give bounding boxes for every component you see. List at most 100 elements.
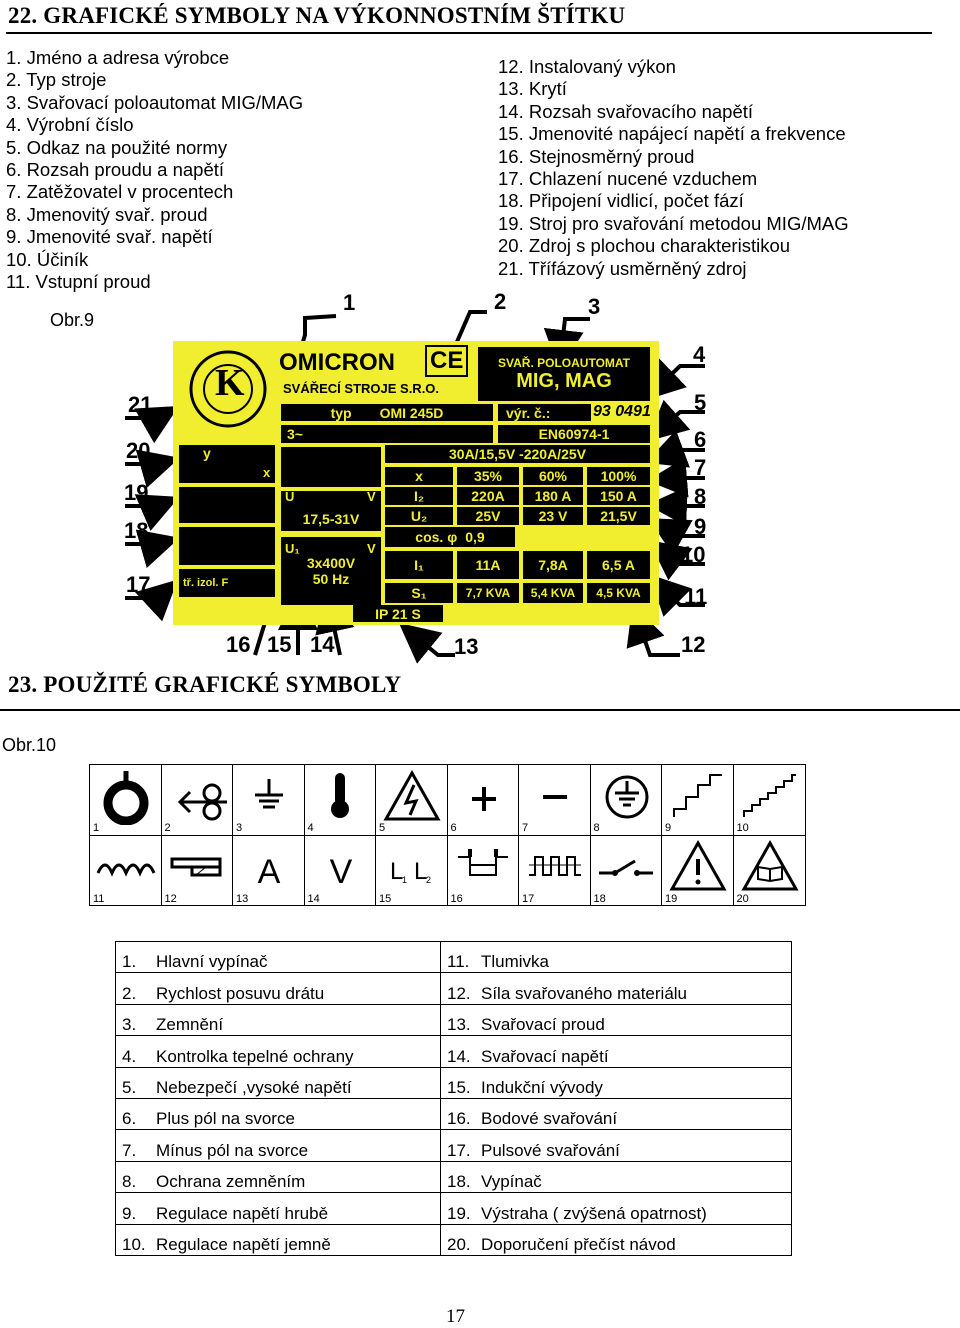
- symbol-index: 19.: [447, 1203, 471, 1223]
- svg-text:V: V: [329, 853, 352, 891]
- material-thickness-icon: [170, 857, 221, 877]
- symbol-cell: 18: [591, 835, 663, 906]
- fine-steps-icon: [742, 774, 796, 817]
- callout-14: 14: [310, 632, 335, 657]
- inductor-icon: [96, 863, 156, 877]
- symbol-number: 1: [93, 821, 100, 834]
- table-cell: 13.Svařovací proud: [440, 1003, 792, 1037]
- symbol-number: 17: [522, 892, 535, 905]
- callout-12: 12: [681, 632, 706, 657]
- serial-label: výr. č.:: [506, 404, 551, 421]
- symbol-meaning: Svařovací proud: [481, 1015, 605, 1035]
- table-cell: 2.Rychlost posuvu drátu: [115, 972, 441, 1005]
- callout-20: 20: [126, 438, 151, 463]
- table-cell: 5.Nebezpečí ,vysoké napětí: [115, 1066, 441, 1099]
- symbol-number: 4: [307, 821, 314, 834]
- symbol-cell: 7: [519, 765, 591, 836]
- product-box: SVAŘ. POLOAUTOMAT MIG, MAG: [478, 347, 650, 401]
- minus-icon: [543, 795, 567, 799]
- callout-6: 6: [694, 427, 707, 452]
- plus-icon: [471, 787, 496, 811]
- symbol-index: 5.: [122, 1077, 137, 1097]
- svg-text:A: A: [258, 853, 281, 891]
- symbol-number: 19: [665, 892, 678, 905]
- symbol-number: 7: [522, 821, 529, 834]
- current-2: 180 A: [523, 487, 583, 505]
- symbol-meaning: Zemnění: [156, 1015, 224, 1035]
- supply-voltage: 3x400V: [306, 555, 356, 571]
- callout-17: 17: [126, 572, 151, 597]
- connection-box: 3~: [281, 425, 493, 443]
- symbol-cell: 20: [734, 835, 806, 906]
- current-1: 220A: [457, 487, 519, 505]
- table-cell: 7.Mínus pól na svorce: [115, 1129, 441, 1162]
- symbol-cell: 10: [733, 765, 806, 836]
- table-cell: 6.Plus pól na svorce: [115, 1097, 441, 1131]
- symbol-cell: 1: [90, 765, 162, 836]
- symbol-meaning: Mínus pól na svorce: [156, 1140, 309, 1160]
- input-current-1: 11A: [457, 551, 519, 579]
- current-a-icon: A: [258, 853, 281, 891]
- supply-box: 3x400V 50 Hz: [281, 537, 381, 605]
- legend-item: 4. Výrobní číslo: [6, 114, 134, 136]
- pulse-weld-icon: [529, 856, 581, 876]
- symbol-meaning: Vypínač: [481, 1172, 542, 1192]
- symbol-number: 16: [450, 892, 463, 905]
- product-line-1: SVAŘ. POLOAUTOMAT: [498, 355, 630, 370]
- range-box: 30A/15,5V -220A/25V: [385, 445, 650, 463]
- section-23-title: 23. POUŽITÉ GRAFICKÉ SYMBOLY: [8, 672, 402, 697]
- callout-21: 21: [128, 392, 153, 417]
- power-2: 5,4 KVA: [523, 583, 583, 603]
- duty-2: 60%: [523, 467, 583, 485]
- symbol-index: 6.: [122, 1109, 137, 1129]
- table-cell: 12.Síla svařovaného materiálu: [440, 972, 792, 1005]
- y-label: y: [203, 445, 211, 461]
- i2-label: I₂: [385, 487, 453, 505]
- i1-label: I₁: [385, 551, 453, 579]
- table-cell: 11.Tlumivka: [440, 940, 792, 974]
- callout-10: 10: [681, 542, 706, 567]
- ground-icon: [255, 779, 283, 809]
- cos-value: 0,9: [465, 529, 485, 545]
- table-cell: 14.Svařovací napětí: [440, 1035, 792, 1068]
- legend-item: 3. Svařovací poloautomat MIG/MAG: [6, 91, 304, 113]
- symbol-number: 18: [593, 892, 606, 905]
- table-cell: 9.Regulace napětí hrubě: [115, 1192, 441, 1225]
- section-22-title: 22. GRAFICKÉ SYMBOLY NA VÝKONNOSTNÍM ŠTÍ…: [8, 3, 626, 28]
- legend-item: 1. Jméno a adresa výrobce: [6, 47, 230, 68]
- ip-box: IP 21 S: [353, 605, 443, 622]
- svg-text:L: L: [414, 858, 427, 885]
- rating-plate: K OMICRON SVÁŘECÍ STROJE S.R.O. CE SVAŘ.…: [173, 341, 659, 625]
- legend-item: 8. Jmenovitý svař. proud: [6, 203, 208, 225]
- three-phase-label: 3~: [287, 426, 303, 442]
- type-label: typ: [330, 404, 352, 421]
- symbol-meaning: Indukční vývody: [481, 1077, 603, 1097]
- figure-10-label: Obr.10: [2, 735, 57, 755]
- protective-earth-icon: [605, 775, 648, 819]
- callout-4: 4: [693, 342, 706, 367]
- title-underline: [6, 32, 932, 34]
- table-cell: 18.Vypínač: [440, 1160, 792, 1194]
- table-cell: 15.Indukční vývody: [440, 1066, 792, 1099]
- symbol-meaning: Síla svařovaného materiálu: [481, 983, 688, 1003]
- table-cell: 3.Zemnění: [115, 1003, 441, 1037]
- x-small-label: x: [263, 465, 271, 480]
- legend-item: 11. Vstupní proud: [6, 271, 151, 293]
- symbol-cell: 11: [90, 835, 162, 906]
- symbol-meaning: Hlavní vypínač: [156, 952, 268, 972]
- legend-item: 7. Zatěžovatel v procentech: [6, 181, 234, 203]
- legend-item: 9. Jmenovité svař. napětí: [6, 226, 213, 248]
- symbol-index: 8.: [122, 1172, 137, 1192]
- table-cell: 8.Ochrana zemněním: [115, 1160, 441, 1194]
- symbol-meaning: Regulace napětí jemně: [156, 1234, 331, 1254]
- svg-text:L: L: [390, 858, 403, 885]
- voltage-range-box: 17,5-31V: [281, 491, 381, 531]
- symbol-meaning: Doporučení přečíst návod: [481, 1234, 676, 1254]
- legend-item: 12. Instalovaný výkon: [498, 56, 676, 77]
